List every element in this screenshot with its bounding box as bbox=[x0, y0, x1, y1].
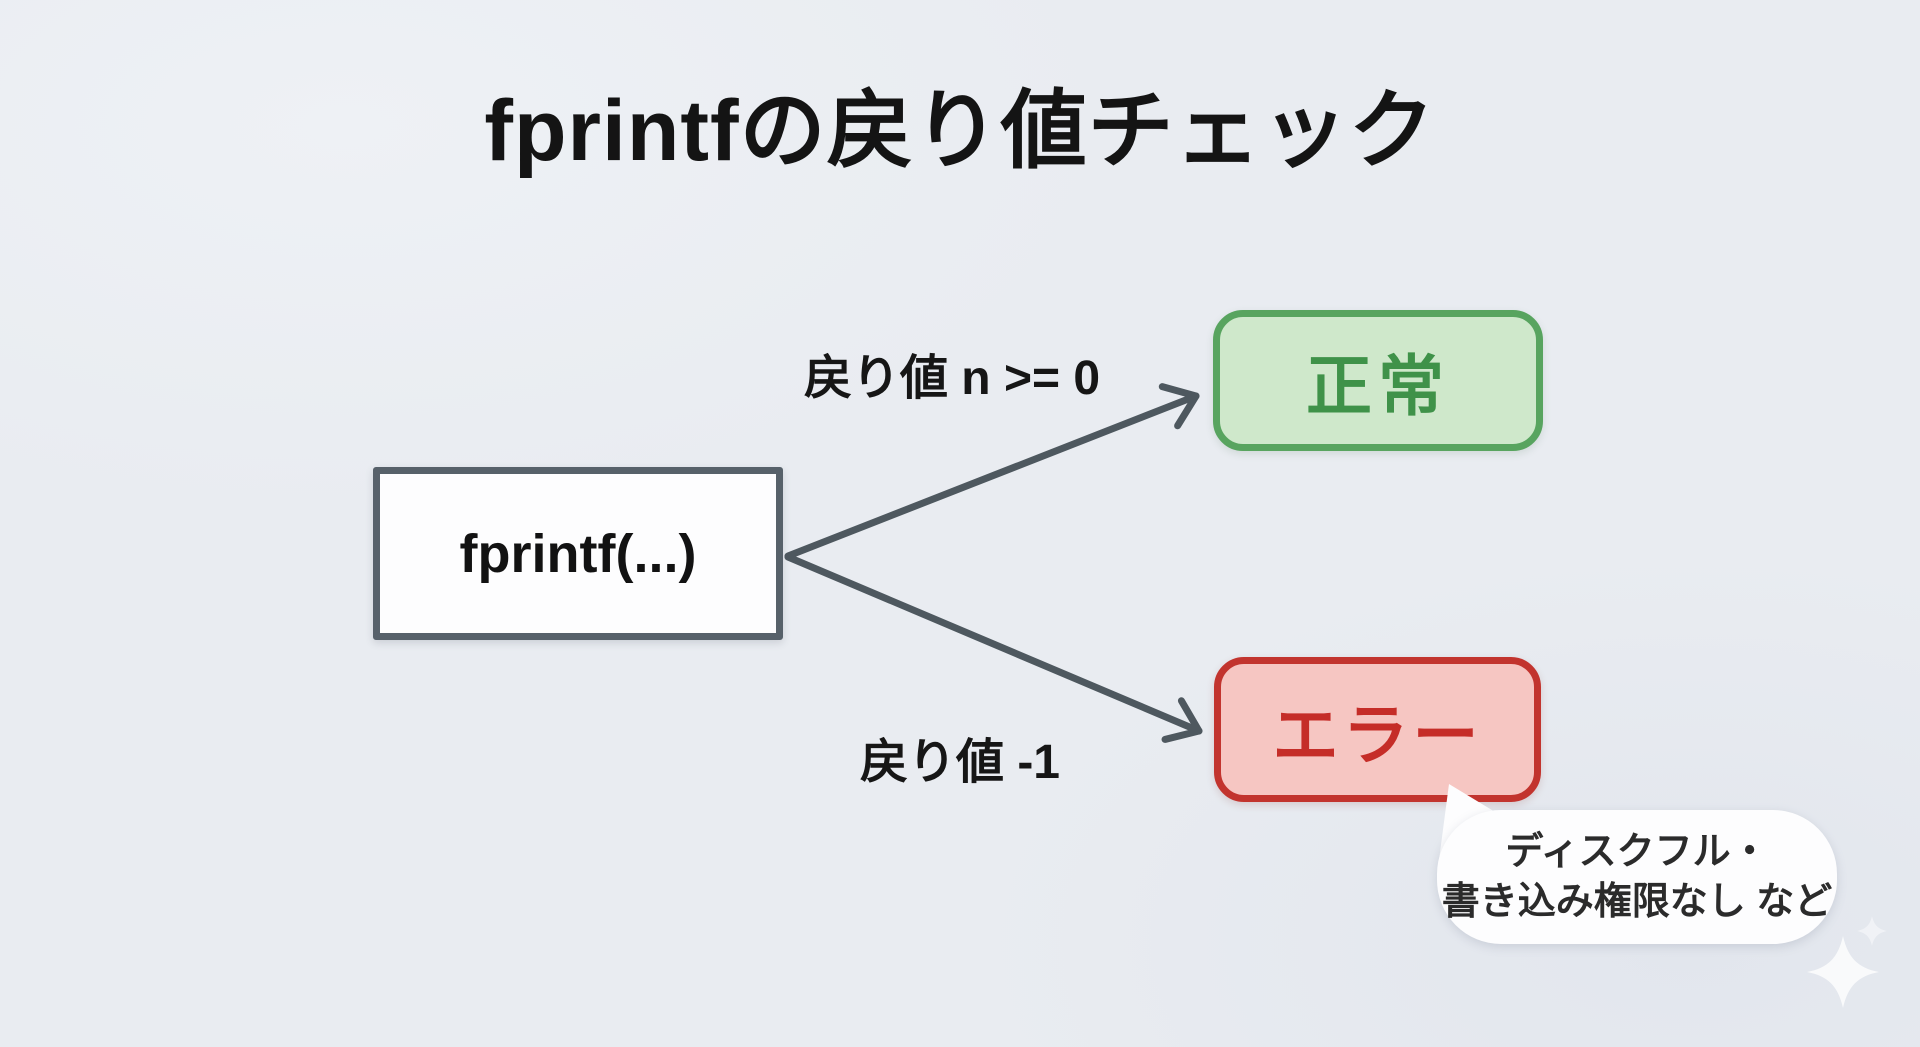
error-note-bubble: ディスクフル・ 書き込み権限なし など bbox=[1437, 810, 1837, 944]
node-fprintf: fprintf(...) bbox=[373, 467, 783, 640]
edge-label-success-condition: 戻り値 n >= 0 bbox=[803, 352, 1101, 405]
node-error: エラー bbox=[1214, 657, 1541, 802]
error-note-line2: 書き込み権限なし など bbox=[1441, 881, 1833, 923]
edge-success-arrow bbox=[784, 383, 1200, 560]
node-success-label: 正常 bbox=[1306, 348, 1450, 423]
edge-label-error-condition: 戻り値 -1 bbox=[859, 736, 1061, 789]
node-success: 正常 bbox=[1213, 310, 1543, 451]
page-title: fprintfの戻り値チェック bbox=[484, 83, 1436, 179]
edge-error-arrow bbox=[784, 553, 1203, 743]
error-note-line1: ディスクフル・ bbox=[1505, 831, 1769, 873]
node-error-label: エラー bbox=[1272, 697, 1483, 772]
node-fprintf-label: fprintf(...) bbox=[459, 523, 697, 584]
